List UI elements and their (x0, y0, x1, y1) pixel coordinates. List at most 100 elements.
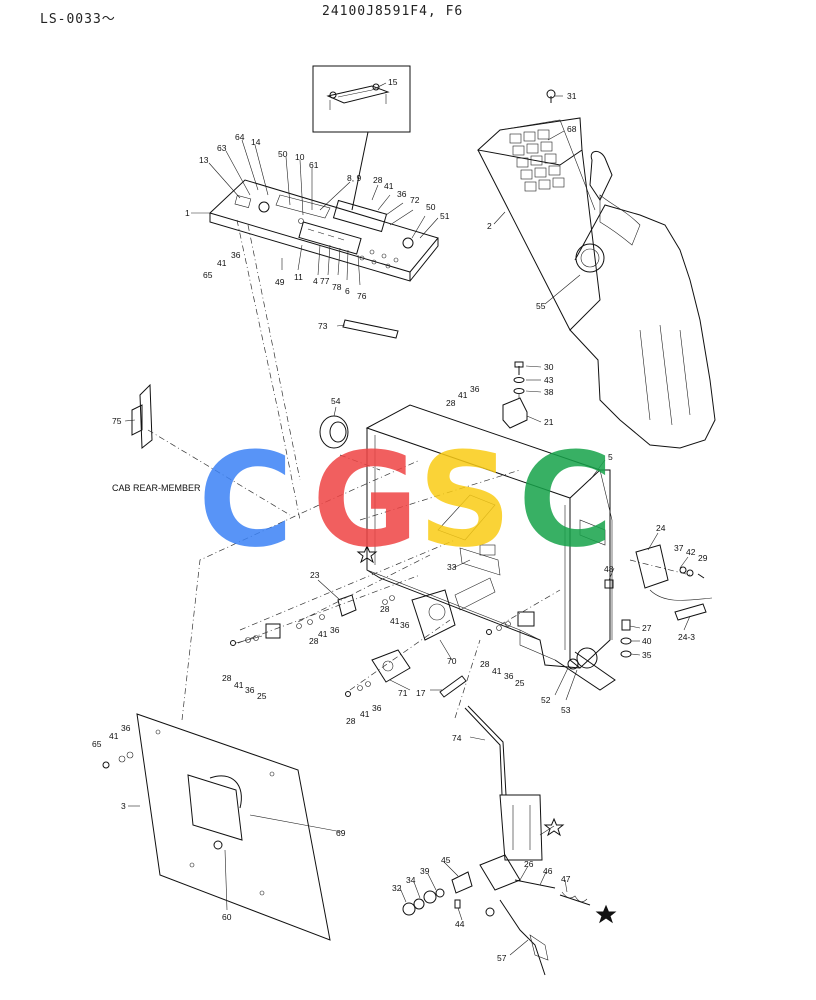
callout-45: 45 (441, 855, 451, 865)
callout-41-lower: 41 (234, 680, 244, 690)
callout-28-frame: 28 (446, 398, 456, 408)
callout-61: 61 (309, 160, 319, 170)
watermark-letter-c1: C (198, 424, 293, 576)
callout-25-lower: 25 (257, 691, 267, 701)
construction-lines (147, 219, 691, 721)
callout-10: 10 (295, 152, 305, 162)
callout-40: 40 (642, 636, 652, 646)
hardware-27-40-35 (620, 619, 632, 658)
callout-36-left: 36 (231, 250, 241, 260)
callout-28-top: 28 (373, 175, 383, 185)
callout-74: 74 (452, 733, 462, 743)
callout-70: 70 (447, 656, 457, 666)
callout-36-top: 36 (397, 189, 407, 199)
callout-2: 2 (487, 221, 492, 231)
callout-24: 24 (656, 523, 666, 533)
callout-labels: 31 68 2 55 15 13 63 64 14 50 10 61 8, 9 … (92, 77, 708, 963)
watermark-letter-c2: C (518, 424, 613, 576)
callout-4: 4 (313, 276, 318, 286)
callout-29: 29 (698, 553, 708, 563)
callout-69: 69 (336, 828, 346, 838)
callout-21: 21 (544, 417, 554, 427)
callout-52: 52 (541, 695, 551, 705)
callout-41-bottom: 41 (360, 709, 370, 719)
callout-41-switch: 41 (318, 629, 328, 639)
callout-71: 71 (398, 688, 408, 698)
callout-28-lower: 28 (222, 673, 232, 683)
callout-8-9: 8, 9 (347, 173, 361, 183)
callout-46: 46 (543, 866, 553, 876)
serial-range-label: LS-0033～ (40, 12, 116, 27)
callout-60: 60 (222, 912, 232, 922)
callout-50-right: 50 (426, 202, 436, 212)
callout-63: 63 (217, 143, 227, 153)
lever-part-74 (464, 705, 591, 976)
callout-36-switch: 36 (330, 625, 340, 635)
pin-part-17 (439, 675, 467, 698)
callout-41-frame: 41 (458, 390, 468, 400)
callout-36-bottom: 36 (372, 703, 382, 713)
callout-68: 68 (567, 124, 577, 134)
callout-33: 33 (447, 562, 457, 572)
callout-15: 15 (388, 77, 398, 87)
callout-41-panel: 41 (109, 731, 119, 741)
bracket-part-24 (635, 544, 713, 621)
dashboard-panel (209, 179, 439, 282)
callout-53: 53 (561, 705, 571, 715)
cgsc-watermark: C G S C (198, 424, 613, 576)
callout-47: 47 (561, 874, 571, 884)
callout-28-bottom: 28 (346, 716, 356, 726)
callout-51: 51 (440, 211, 450, 221)
cover-panel (102, 713, 331, 941)
callout-32: 32 (392, 883, 402, 893)
callout-13: 13 (199, 155, 209, 165)
strip-part-73 (342, 319, 399, 339)
callout-50-top: 50 (278, 149, 288, 159)
callout-54: 54 (331, 396, 341, 406)
callout-3: 3 (121, 801, 126, 811)
callout-27: 27 (642, 623, 652, 633)
callout-28-mid: 28 (380, 604, 390, 614)
callout-36-panel: 36 (121, 723, 131, 733)
callout-57: 57 (497, 953, 507, 963)
callout-34: 34 (406, 875, 416, 885)
bracket-part-21 (502, 361, 528, 429)
callout-36-frame: 36 (470, 384, 480, 394)
callout-41-left: 41 (217, 258, 227, 268)
star-markers (356, 544, 617, 924)
callout-31: 31 (567, 91, 577, 101)
callout-37: 37 (674, 543, 684, 553)
callout-6: 6 (345, 286, 350, 296)
callout-42: 42 (686, 547, 696, 557)
watermark-letter-s: S (418, 424, 512, 576)
callout-5: 5 (608, 452, 613, 462)
callout-28-right: 28 (480, 659, 490, 669)
switch-part-71 (345, 649, 411, 697)
model-code-label: 24100J8591F4, F6 (322, 4, 464, 19)
callout-39: 39 (420, 866, 430, 876)
switch-part-25 (486, 611, 535, 635)
callout-26: 26 (524, 859, 534, 869)
main-frame (365, 404, 616, 691)
cab-rear-member-label: CAB REAR-MEMBER (112, 483, 201, 493)
callout-55: 55 (536, 301, 546, 311)
callout-76: 76 (357, 291, 367, 301)
callout-30: 30 (544, 362, 554, 372)
callout-35: 35 (642, 650, 652, 660)
callout-73: 73 (318, 321, 328, 331)
callout-24-3: 24-3 (678, 632, 695, 642)
bolt-part-48 (604, 579, 614, 589)
leader-lines (124, 82, 691, 956)
callout-36-lower: 36 (245, 685, 255, 695)
inset-part-15 (312, 65, 411, 211)
callout-23: 23 (310, 570, 320, 580)
callout-41-right: 41 (492, 666, 502, 676)
callout-11: 11 (294, 272, 303, 282)
actuator-part-70 (411, 577, 496, 641)
callout-65-panel: 65 (92, 739, 102, 749)
callout-17: 17 (416, 688, 426, 698)
callout-1: 1 (185, 208, 190, 218)
callout-77: 77 (320, 276, 330, 286)
mount-part-75 (131, 383, 153, 450)
